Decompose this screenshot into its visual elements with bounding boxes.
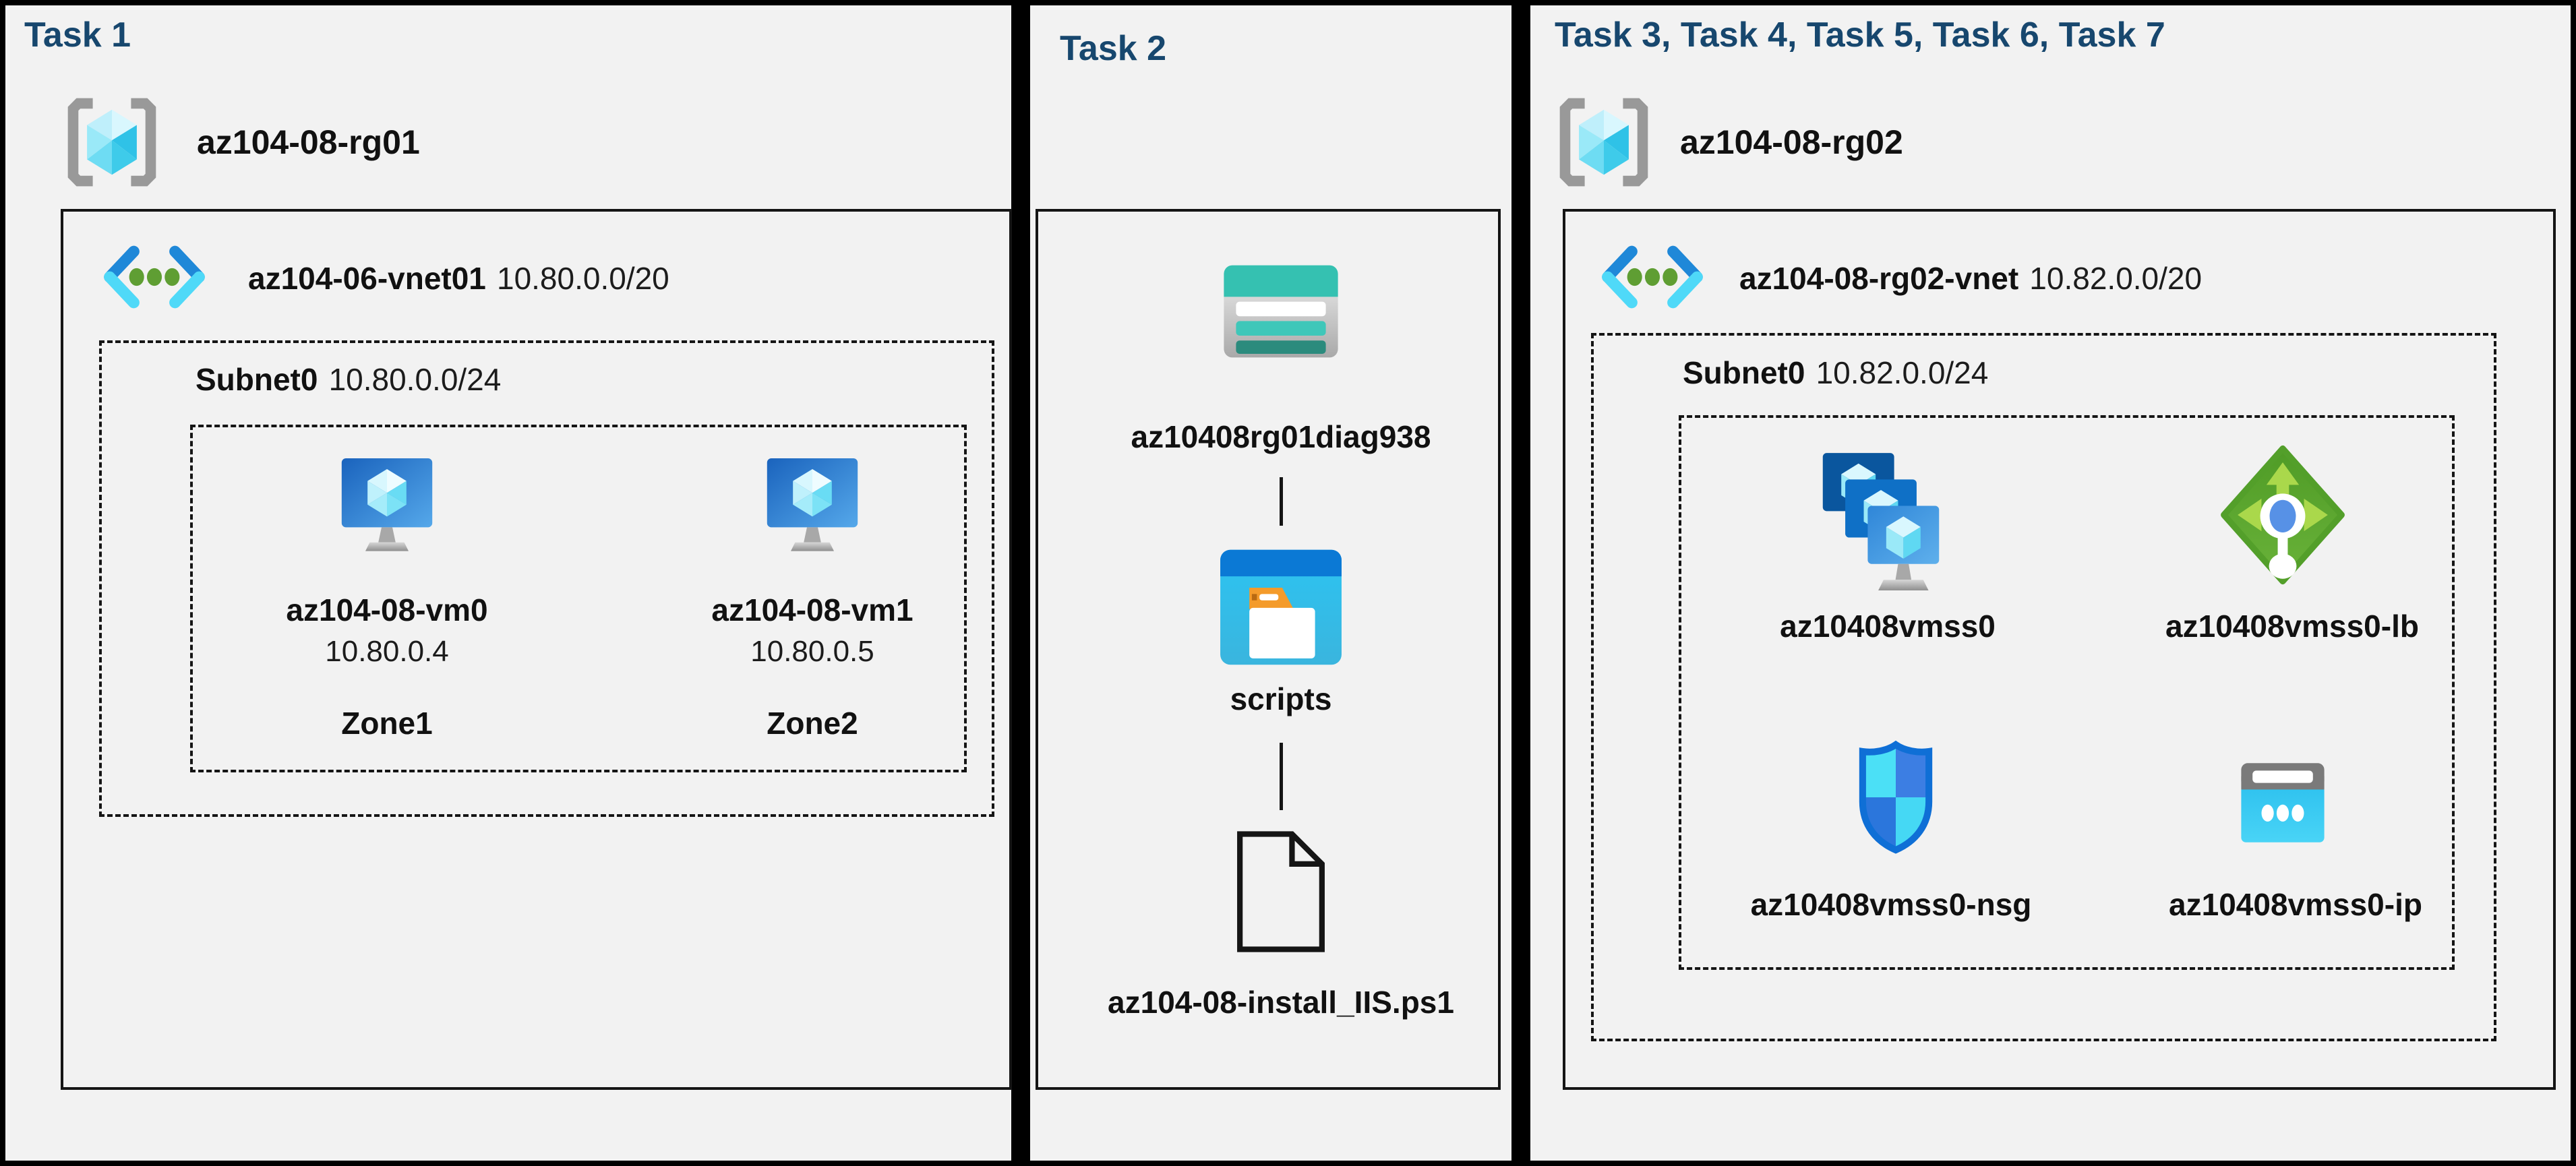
resource-group-icon [64,94,160,190]
vm-ip-label: 10.80.0.4 [325,635,449,668]
vnet-box [61,209,1012,1090]
subnet-cidr: 10.82.0.0/24 [1816,355,1989,390]
vm-zone-label: Zone2 [767,706,858,741]
panel-task2: Task 2 az10408rg01diag938 scripts az104-… [1030,5,1511,1161]
public-ip-label: az10408vmss0-ip [2169,887,2422,922]
subnet-label: Subnet0 10.80.0.0/24 [196,361,501,398]
vmss-label: az10408vmss0 [1780,609,1996,644]
vnet-icon [101,241,208,313]
task1-title: Task 1 [24,16,131,55]
panel-task3-7: Task 3, Task 4, Task 5, Task 6, Task 7 a… [1530,5,2571,1161]
vnet-name: az104-06-vnet01 [248,261,486,296]
public-ip-icon [2236,758,2330,848]
vm-icon [758,452,866,562]
task2-box [1036,209,1501,1090]
connector-line [1280,743,1283,810]
resource-group-icon [1556,94,1652,190]
task3-title: Task 3, Task 4, Task 5, Task 6, Task 7 [1555,16,2165,55]
resource-group-inner-box [1679,415,2455,970]
load-balancer-label: az10408vmss0-lb [2165,609,2419,644]
folder-label: scripts [1230,681,1332,716]
vm-name-label: az104-08-vm0 [286,592,488,627]
nsg-label: az10408vmss0-nsg [1750,887,2032,922]
script-file-icon [1231,825,1331,958]
subnet-name: Subnet0 [1683,355,1805,390]
vnet-box [1563,209,2556,1090]
zone-box [190,425,967,772]
load-balancer-icon [2220,445,2345,585]
vnet-label: az104-06-vnet01 10.80.0.0/20 [248,260,669,297]
vnet-label: az104-08-rg02-vnet 10.82.0.0/20 [1739,260,2202,297]
nsg-icon [1853,737,1938,857]
vm-name-label: az104-08-vm1 [711,592,913,627]
vm-zone-label: Zone1 [341,706,433,741]
storage-account-icon [1220,260,1342,363]
subnet-name: Subnet0 [196,362,318,397]
vnet-name: az104-08-rg02-vnet [1739,261,2019,296]
vnet-icon [1599,241,1706,313]
vnet-cidr: 10.80.0.0/20 [496,261,669,296]
subnet-box [99,340,994,817]
subnet-label: Subnet0 10.82.0.0/24 [1683,355,1988,391]
vm-icon [333,452,441,562]
panel-task1: Task 1 az104-08-rg01 az104-06-vnet01 10.8… [5,5,1012,1161]
vnet-cidr: 10.82.0.0/20 [2029,261,2203,296]
storage-account-label: az10408rg01diag938 [1131,419,1431,454]
folder-icon [1218,547,1344,667]
subnet-box [1591,333,2496,1041]
script-file-label: az104-08-install_IIS.ps1 [1108,985,1454,1020]
resource-group-label: az104-08-rg01 [197,123,420,161]
vm-ip-label: 10.80.0.5 [750,635,874,668]
task2-title: Task 2 [1060,29,1167,68]
subnet-cidr: 10.80.0.0/24 [328,362,502,397]
resource-group-label: az104-08-rg02 [1680,123,1903,161]
vmss-icon [1815,448,1947,599]
connector-line [1280,477,1283,526]
